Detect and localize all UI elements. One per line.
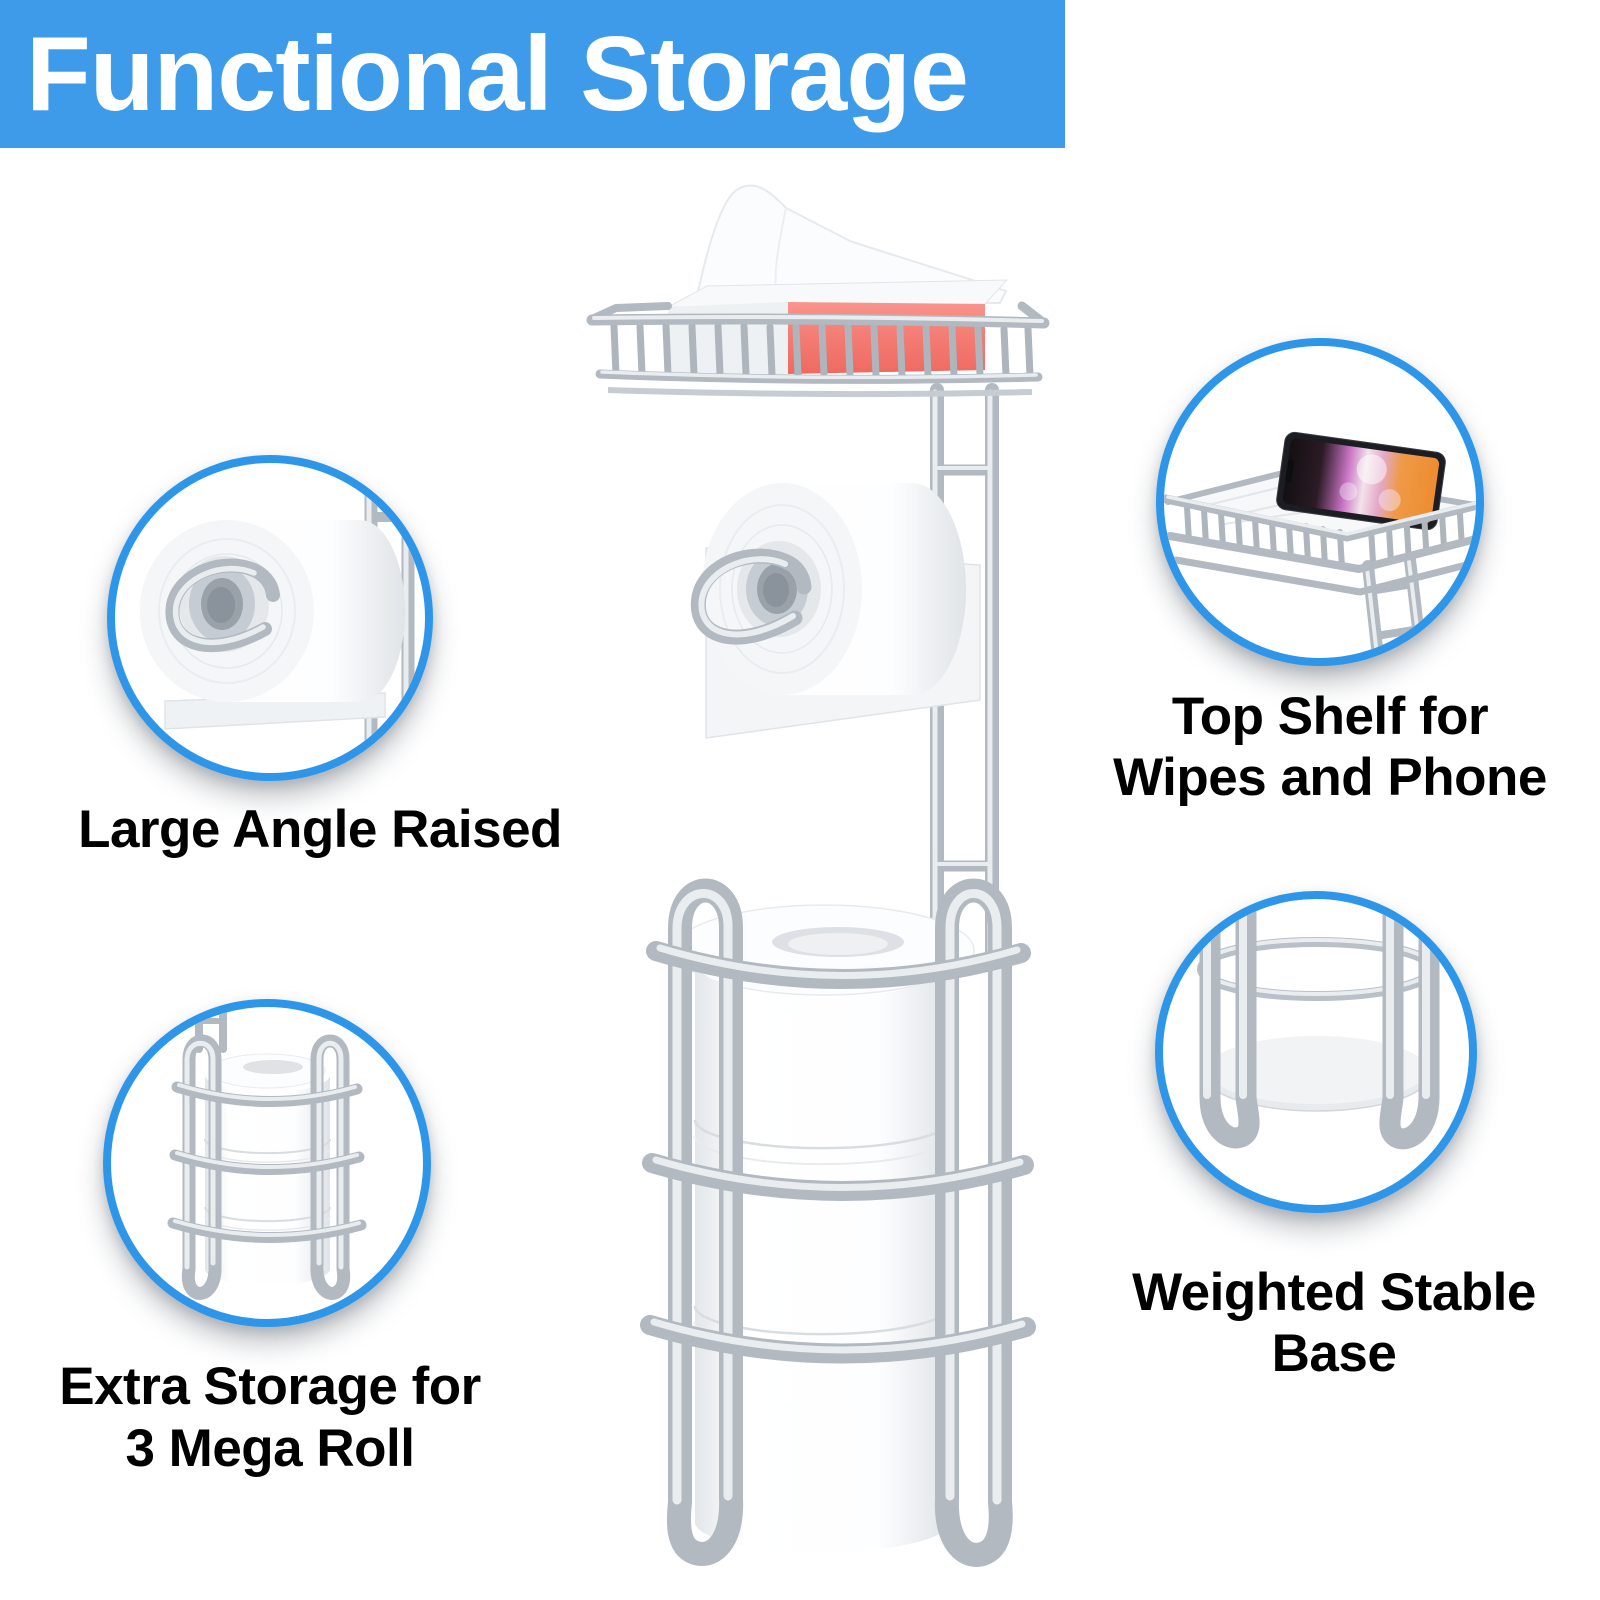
banner-title: Functional Storage: [26, 14, 969, 133]
toilet-roll-on-hook: [690, 483, 966, 695]
reserve-cage-closeup-render: [167, 1007, 367, 1300]
caption-weighted-base: Weighted Stable Base: [1084, 1262, 1584, 1384]
caption-line: Extra Storage for: [59, 1357, 481, 1416]
reserve-storage: [640, 878, 1036, 1567]
caption-line: Large Angle Raised: [78, 800, 562, 859]
caption-line: Weighted Stable: [1132, 1263, 1536, 1322]
caption-large-angle: Large Angle Raised: [40, 799, 600, 860]
banner: Functional Storage: [0, 0, 1065, 148]
top-basket: [586, 301, 1050, 398]
caption-line: Top Shelf for: [1171, 687, 1489, 746]
phone: [1276, 431, 1446, 531]
top-shelf-phone-closeup-render: [1164, 431, 1476, 658]
callout-circle-extra-storage: [103, 999, 431, 1327]
toilet-paper-stand-render: [586, 184, 1050, 1567]
caption-line: Base: [1271, 1324, 1397, 1383]
callout-circle-roll-holder: [107, 455, 433, 781]
weighted-base-closeup-render: [1197, 899, 1440, 1150]
callout-circle-top-shelf: [1156, 338, 1484, 666]
roll-holder-closeup-render: [140, 463, 415, 773]
caption-extra-storage: Extra Storage for 3 Mega Roll: [20, 1356, 520, 1480]
caption-line: 3 Mega Roll: [125, 1419, 415, 1478]
caption-line: Wipes and Phone: [1113, 748, 1547, 807]
main-product-image: [560, 160, 1060, 1590]
caption-top-shelf: Top Shelf for Wipes and Phone: [1080, 686, 1580, 808]
callout-circle-weighted-base: [1155, 891, 1477, 1213]
